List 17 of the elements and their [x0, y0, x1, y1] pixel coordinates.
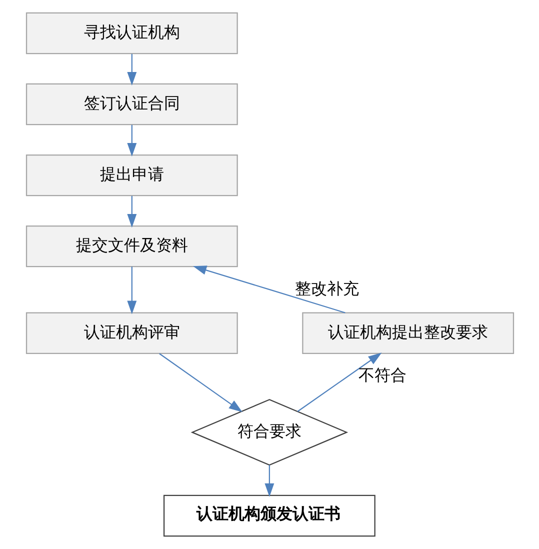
- node-box: 提出申请: [25, 154, 238, 196]
- arrow: [126, 54, 136, 86]
- edge-label: 整改补充: [294, 278, 358, 298]
- node-box: 提交文件及资料: [25, 225, 238, 268]
- arrow: [158, 353, 242, 412]
- arrow: [126, 196, 136, 228]
- node-box: 寻找认证机构: [25, 12, 238, 54]
- arrow: [264, 465, 274, 497]
- node-box: 认证机构评审: [25, 312, 238, 354]
- node-box: 认证机构提出整改要求: [302, 312, 514, 354]
- arrow: [192, 266, 345, 314]
- arrow: [296, 352, 382, 412]
- arrow: [126, 124, 136, 157]
- edge-label: 不符合: [358, 366, 406, 385]
- node-box: 认证机构颁发认证书: [162, 494, 375, 537]
- node-box: 签订认证合同: [25, 83, 238, 126]
- arrow: [126, 266, 136, 314]
